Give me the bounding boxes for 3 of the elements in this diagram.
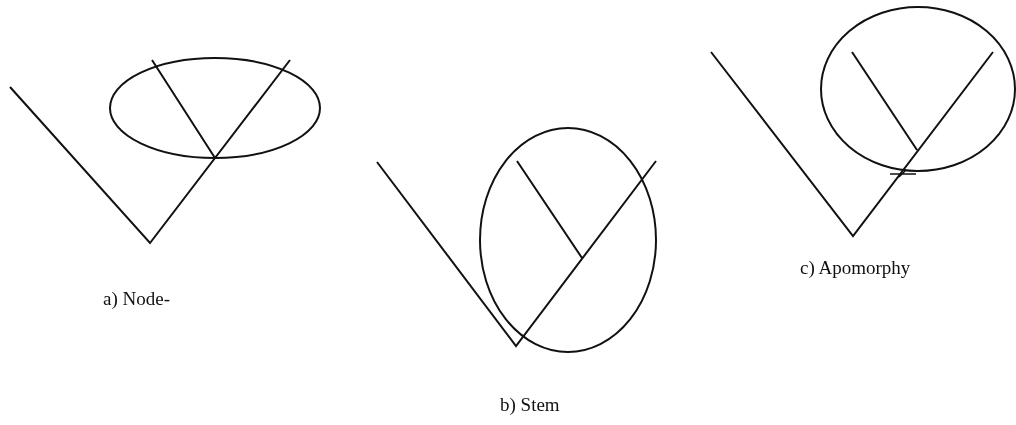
panel-caption: b) Stem [500,394,560,416]
panel-caption: c) Apomorphy [800,257,911,279]
panel-caption: a) Node- [103,288,170,310]
